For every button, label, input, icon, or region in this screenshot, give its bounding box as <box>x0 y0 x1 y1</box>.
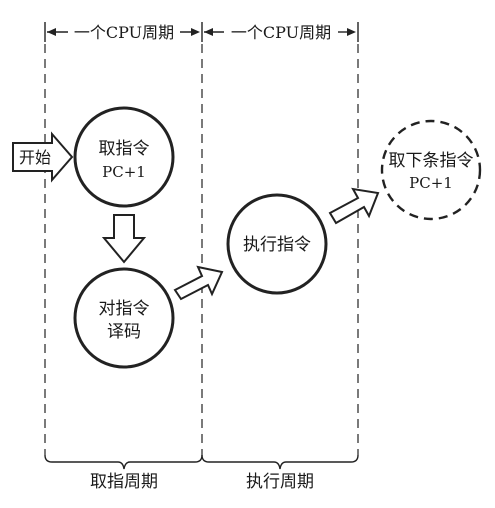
decode-to-execute-arrow <box>173 265 224 301</box>
fetch-pc-increment-label: PC+1 <box>102 163 146 181</box>
cpu-cycle-label-left: 一个CPU周期 <box>74 23 174 42</box>
fetch-instruction-label: 取指令 <box>99 139 150 159</box>
execute-cycle-brace <box>201 454 359 470</box>
cycle-separators <box>44 44 359 455</box>
start-arrow <box>12 131 74 183</box>
execute-instruction-label: 执行指令 <box>243 235 311 255</box>
fetch-cycle-brace <box>44 454 203 470</box>
execute-cycle-label: 执行周期 <box>246 472 314 492</box>
next-instruction-node <box>380 119 482 221</box>
decode-label-line2: 译码 <box>107 322 141 342</box>
fetch-to-decode-arrow <box>101 214 147 264</box>
start-label: 开始 <box>19 148 51 167</box>
next-instruction-label: 取下条指令 <box>389 151 474 171</box>
decode-instruction-node <box>73 267 175 369</box>
next-pc-increment-label: PC+1 <box>409 174 453 192</box>
execute-to-next-arrow <box>328 187 380 225</box>
cpu-cycle-arrow-right <box>201 22 359 42</box>
fetch-instruction-node <box>73 106 175 208</box>
cpu-cycle-arrow-left <box>44 22 200 42</box>
execute-instruction-node <box>226 193 328 295</box>
cpu-cycle-label-right: 一个CPU周期 <box>231 23 331 42</box>
fetch-cycle-label: 取指周期 <box>90 472 158 492</box>
decode-label-line1: 对指令 <box>99 299 150 319</box>
